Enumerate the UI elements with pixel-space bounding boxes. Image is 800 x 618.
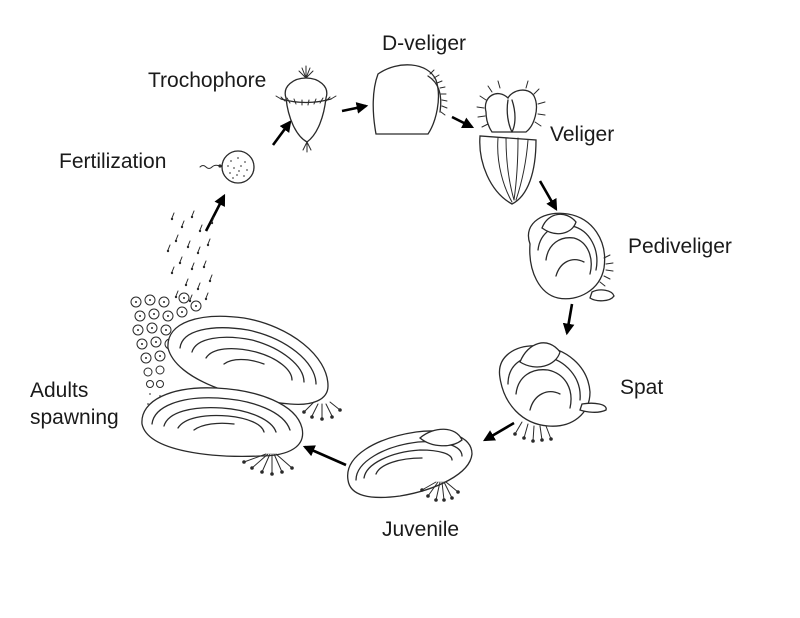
label-veliger: Veliger [550, 123, 614, 146]
pediveliger-illustration [527, 212, 615, 302]
arrow-veliger-to-pediveliger [538, 180, 558, 212]
veliger-illustration [476, 80, 546, 205]
arrow-pediveliger-to-spat [562, 303, 575, 336]
adults-spawning-illustration [130, 210, 342, 476]
egg-illustration [199, 150, 255, 184]
arrow-juvenile-to-adults [302, 445, 347, 467]
trochophore-illustration [275, 65, 337, 153]
label-juvenile: Juvenile [382, 518, 459, 541]
arrow-spat-to-juvenile [482, 421, 515, 442]
arrow-fertilization-to-trochophore [271, 120, 292, 146]
label-adults-line1: Adults [30, 379, 88, 402]
juvenile-illustration [347, 428, 473, 502]
label-fertilization: Fertilization [59, 150, 166, 173]
label-d-veliger: D-veliger [382, 32, 466, 55]
arrow-trochophore-to-dveliger [341, 102, 369, 114]
label-trochophore: Trochophore [148, 69, 266, 92]
d-veliger-illustration [372, 64, 448, 135]
spat-illustration [498, 342, 607, 443]
adult-mussel-lower [141, 387, 304, 457]
arrow-dveliger-to-veliger [451, 115, 475, 129]
arrow-spawn-to-fertilization [204, 193, 226, 232]
label-pediveliger: Pediveliger [628, 235, 732, 258]
label-spat: Spat [620, 376, 663, 399]
cycle-arrows [204, 102, 575, 467]
label-adults-line2: spawning [30, 406, 119, 429]
sperm-stream [167, 210, 215, 301]
